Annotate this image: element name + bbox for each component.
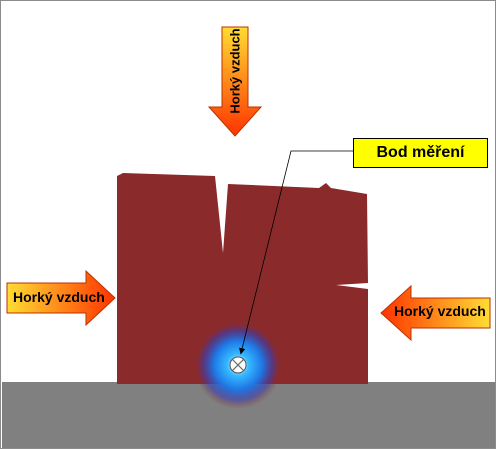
- hot-air-arrow-right: [380, 284, 491, 342]
- hot-air-label-left: Horký vzduch: [13, 289, 105, 305]
- hot-air-label-top: Horký vzduch: [227, 28, 243, 114]
- measurement-point-icon: [229, 356, 247, 374]
- measurement-point-label-box: Bod měření: [353, 138, 488, 168]
- leader-line: [239, 150, 353, 355]
- heated-block: [117, 173, 368, 384]
- hot-air-label-right: Horký vzduch: [394, 303, 486, 319]
- hot-air-arrow-left: [6, 269, 116, 327]
- measurement-point-label: Bod měření: [376, 144, 465, 161]
- hot-air-arrow-top: [207, 26, 263, 137]
